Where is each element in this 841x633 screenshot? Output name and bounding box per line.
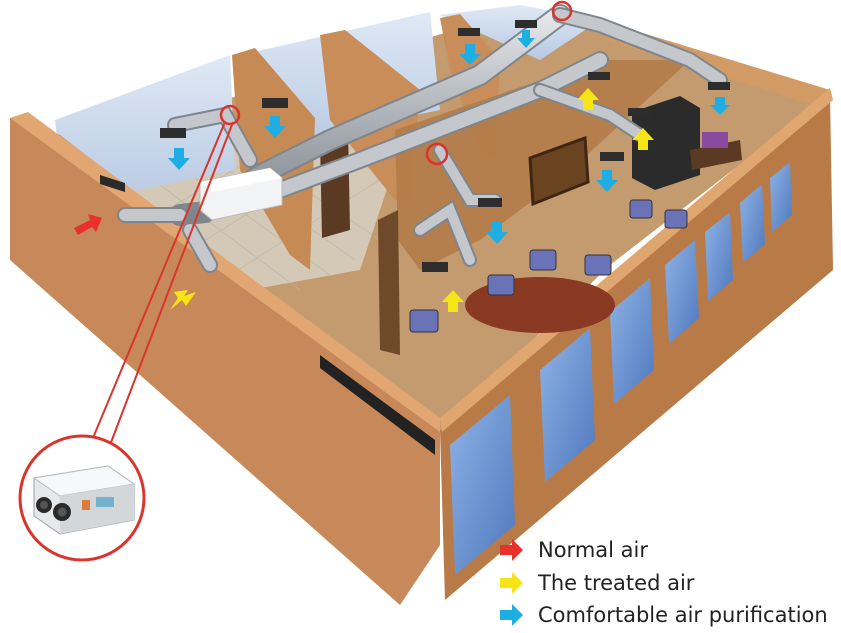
wall-vent-strip-1 [100,175,125,192]
legend-label-treated-air: The treated air [538,571,695,595]
arrow-blue-icon [500,604,523,626]
outer-wall-left-top [10,112,440,432]
wall-vent-strip-2 [320,355,435,455]
windows [450,162,792,575]
outer-wall-right-top [440,88,833,432]
arrow-yellow-icon [170,290,196,310]
highlight-rings [219,0,573,166]
ventilation-unit-icon [32,465,136,535]
chairs [409,199,688,333]
monitor [702,132,728,148]
flow-arrows [74,30,730,312]
arrow-red-icon [500,539,523,561]
zoom-callout-lines [89,121,234,446]
door-2 [378,210,400,355]
legend-item-treated-air: The treated air [498,568,694,598]
legend-label-comfortable-air: Comfortable air purification [538,603,828,627]
unit-detail-callout [18,434,146,562]
ventilation-unit-ceiling [199,167,283,221]
cabinet [632,96,700,190]
legend-item-normal-air: Normal air [498,535,648,565]
legend-label-normal-air: Normal air [538,538,648,562]
door-1 [320,128,350,238]
arrow-red-icon [74,214,102,235]
ceiling-diffusers [160,20,730,272]
wall-painting [528,135,590,207]
arrow-yellow-icon [500,572,523,594]
outer-wall-left [10,118,440,605]
legend-item-comfortable-air: Comfortable air purification [498,600,828,630]
